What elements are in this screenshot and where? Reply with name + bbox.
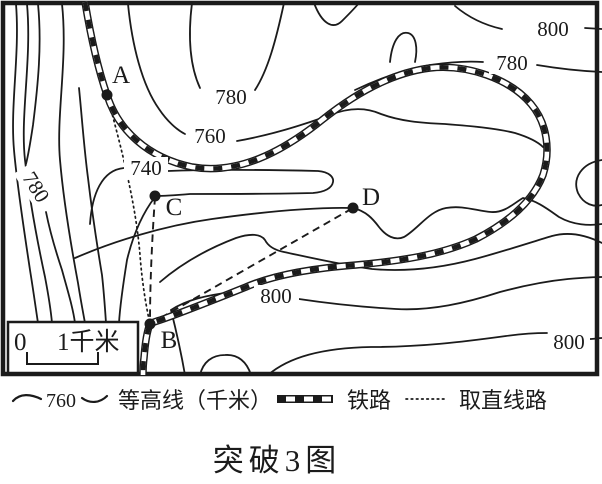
point-A-marker — [101, 89, 113, 101]
route-c-b-line — [149, 196, 156, 325]
contour-symbol-right-dash — [80, 394, 109, 403]
map-border — [0, 0, 600, 377]
point-B-label: B — [161, 327, 178, 354]
railway-line — [81, 1, 551, 376]
elevation-label-800-bottomright: 800 — [553, 330, 585, 354]
legend-straight-route-label: 取直线路 — [459, 388, 547, 413]
elevation-label-760: 760 — [194, 124, 226, 148]
elevation-label-800-topright: 800 — [537, 17, 569, 41]
point-D-marker — [347, 202, 359, 214]
elevation-labels: 780 760 740 780 800 780 800 800 — [13, 17, 590, 354]
contour-symbol-left-dash — [11, 394, 43, 403]
elevation-label-780-right: 780 — [496, 51, 528, 75]
legend: 760 等高线（千米） 铁路 取直线路 — [11, 388, 547, 413]
figure-title: 突破3图 — [213, 443, 342, 478]
legend-railway-label: 铁路 — [347, 388, 391, 413]
elevation-label-740: 740 — [130, 156, 162, 180]
contour-symbol-value: 760 — [46, 390, 76, 412]
route-b-d-line — [149, 207, 354, 325]
map-points: A B C D — [101, 62, 380, 354]
legend-contour-label: 等高线（千米） — [118, 388, 272, 413]
scale-bar: 0 1千米 — [6, 320, 140, 375]
elevation-label-800-mid: 800 — [260, 284, 292, 308]
point-C-marker — [149, 190, 161, 202]
scale-zero-label: 0 — [14, 329, 27, 356]
point-B-marker — [144, 318, 156, 330]
straight-route-line — [106, 94, 151, 325]
point-A-label: A — [112, 62, 130, 89]
scale-distance-label: 1千米 — [57, 328, 120, 356]
point-D-label: D — [362, 184, 380, 211]
scale-bracket — [26, 352, 99, 365]
elevation-label-780-upper: 780 — [215, 85, 247, 109]
point-C-label: C — [166, 194, 183, 221]
